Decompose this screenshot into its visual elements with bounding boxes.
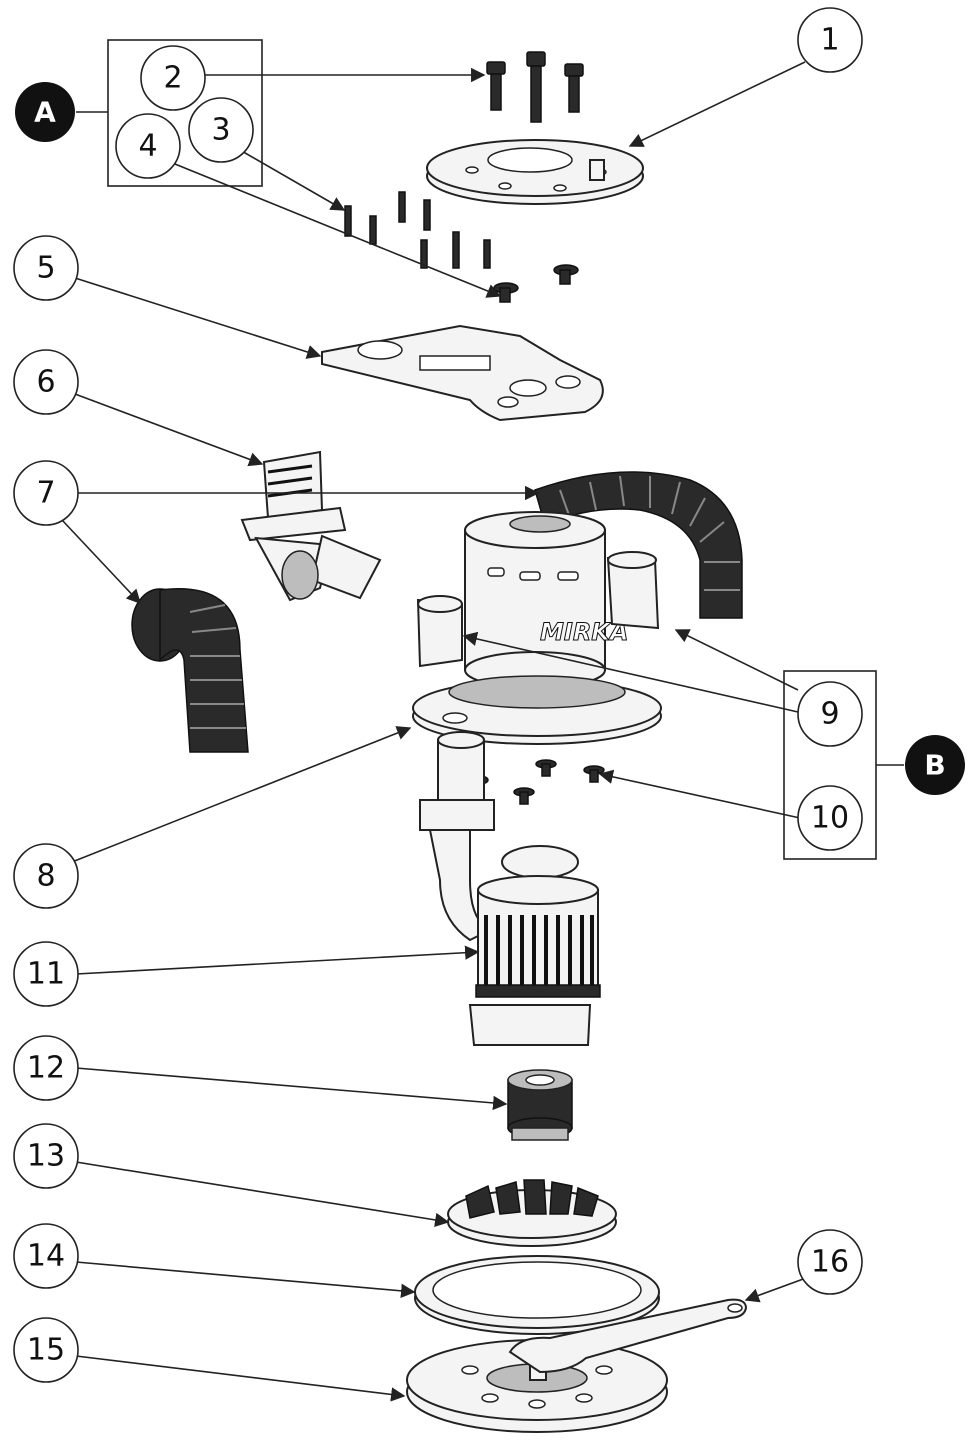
dust-port-part-6 bbox=[240, 450, 382, 602]
callout-3: 3 bbox=[188, 97, 254, 163]
cap-screws-part-2 bbox=[486, 51, 584, 123]
mounting-plate-part-5 bbox=[321, 324, 604, 422]
callout-7: 7 bbox=[13, 460, 79, 526]
callout-13: 13 bbox=[13, 1123, 79, 1189]
svg-text:13: 13 bbox=[27, 1139, 65, 1174]
svg-text:4: 4 bbox=[138, 129, 157, 164]
seal-ring-part-14 bbox=[414, 1255, 660, 1335]
callout-11: 11 bbox=[13, 941, 79, 1007]
svg-text:15: 15 bbox=[27, 1333, 65, 1368]
svg-text:10: 10 bbox=[811, 801, 849, 836]
callout-6: 6 bbox=[13, 349, 79, 415]
svg-text:12: 12 bbox=[27, 1051, 65, 1086]
callout-2: 2 bbox=[140, 45, 206, 111]
wrench-part-16 bbox=[508, 1298, 748, 1374]
svg-text:7: 7 bbox=[36, 476, 55, 511]
spindle-assembly bbox=[419, 731, 495, 942]
side-ports-part-9 bbox=[416, 551, 660, 668]
callout-15: 15 bbox=[13, 1317, 79, 1383]
base-plate-part-8 bbox=[412, 675, 662, 745]
callout-10: 10 bbox=[797, 785, 863, 851]
svg-text:14: 14 bbox=[27, 1239, 65, 1274]
svg-text:5: 5 bbox=[36, 251, 55, 286]
group-b-label: B bbox=[924, 749, 945, 782]
fan-part-13 bbox=[447, 1179, 617, 1247]
leader-lines bbox=[61, 61, 807, 1402]
group-a: A bbox=[15, 39, 263, 187]
motor-part-11 bbox=[468, 845, 601, 1046]
hose-part-7-left bbox=[131, 588, 249, 753]
group-a-label: A bbox=[34, 96, 56, 129]
flat-screws-part-10 bbox=[471, 759, 605, 805]
callout-1: 1 bbox=[797, 7, 863, 73]
hose-part-7-right bbox=[534, 471, 743, 619]
callout-14: 14 bbox=[13, 1223, 79, 1289]
callout-9: 9 bbox=[797, 681, 863, 747]
callout-16: 16 bbox=[797, 1229, 863, 1295]
svg-text:6: 6 bbox=[36, 365, 55, 400]
svg-text:16: 16 bbox=[811, 1245, 849, 1280]
callout-8: 8 bbox=[13, 843, 79, 909]
svg-text:2: 2 bbox=[163, 61, 182, 96]
top-flange-plate-part-1 bbox=[426, 139, 644, 205]
svg-text:11: 11 bbox=[27, 957, 65, 992]
svg-text:1: 1 bbox=[820, 23, 839, 58]
callout-4: 4 bbox=[115, 113, 181, 179]
motor-housing: MIRKA bbox=[464, 511, 629, 689]
backing-pad-part-15 bbox=[406, 1339, 668, 1433]
callout-12: 12 bbox=[13, 1035, 79, 1101]
svg-text:3: 3 bbox=[211, 113, 230, 148]
svg-text:9: 9 bbox=[820, 697, 839, 732]
bearing-hub-part-12 bbox=[507, 1069, 573, 1141]
svg-text:8: 8 bbox=[36, 859, 55, 894]
callout-5: 5 bbox=[13, 235, 79, 301]
group-b: B bbox=[783, 670, 965, 860]
